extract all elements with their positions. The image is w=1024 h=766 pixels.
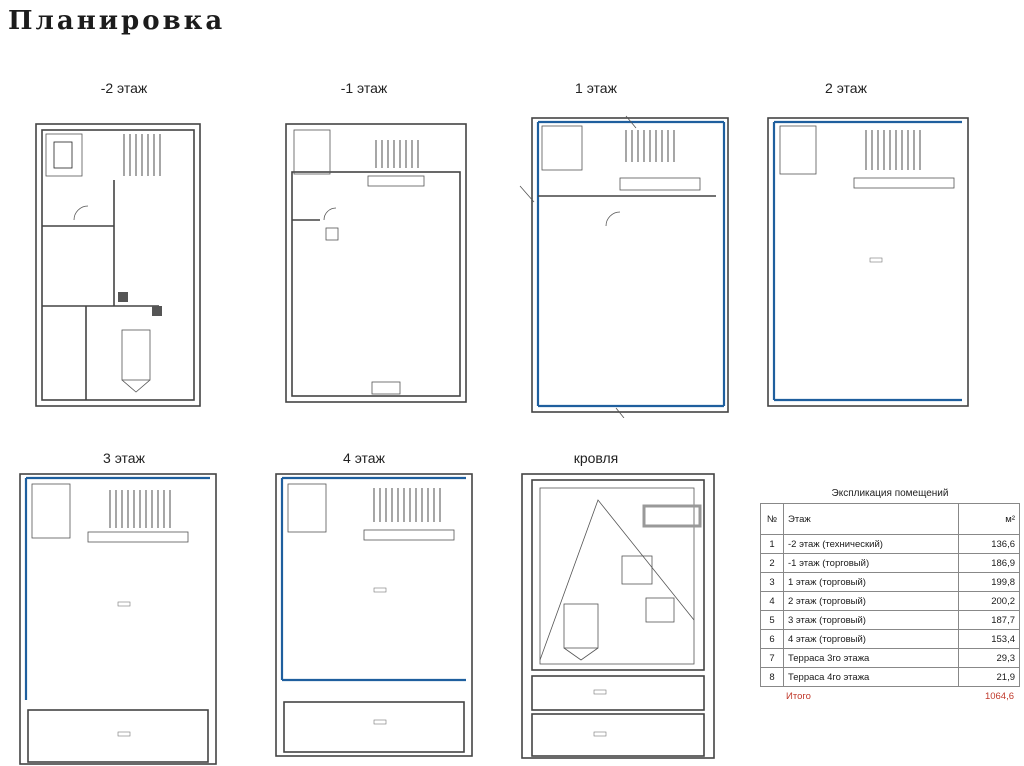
row-num: 6	[760, 629, 784, 649]
row-num: 5	[760, 610, 784, 630]
plan-roof	[521, 473, 715, 759]
row-num: 2	[760, 553, 784, 573]
plan-floor-3	[19, 473, 217, 765]
row-floor: 4 этаж (торговый)	[783, 629, 959, 649]
table-row: 4 2 этаж (торговый) 200,2	[760, 591, 1020, 611]
row-area: 187,7	[958, 610, 1020, 630]
row-area: 186,9	[958, 553, 1020, 573]
legend-header-row: № Этаж м²	[760, 503, 1020, 535]
total-value: 1064,6	[984, 691, 1014, 702]
plan-floor-4	[275, 473, 473, 757]
row-floor: Терраса 3го этажа	[783, 648, 959, 668]
legend-total: Итого 1064,6	[760, 687, 1020, 702]
plan-floor-minus1	[285, 123, 467, 403]
floor-label-minus2: -2 этаж	[100, 80, 148, 96]
row-area: 136,6	[958, 534, 1020, 554]
row-floor: 1 этаж (торговый)	[783, 572, 959, 592]
plan-floor-minus2	[35, 123, 201, 407]
row-floor: -2 этаж (технический)	[783, 534, 959, 554]
row-area: 199,8	[958, 572, 1020, 592]
floor-label-4: 4 этаж	[343, 450, 385, 466]
row-area: 29,3	[958, 648, 1020, 668]
row-num: 4	[760, 591, 784, 611]
row-floor: 2 этаж (торговый)	[783, 591, 959, 611]
floor-label-1: 1 этаж	[575, 80, 617, 96]
legend-title: Экспликация помещений	[831, 488, 949, 499]
row-area: 200,2	[958, 591, 1020, 611]
table-row: 1 -2 этаж (технический) 136,6	[760, 534, 1020, 554]
plan-floor-2	[767, 117, 969, 407]
table-row: 8 Терраса 4го этажа 21,9	[760, 667, 1020, 687]
legend-header-area: м²	[958, 503, 1020, 535]
explication-table: Экспликация помещений № Этаж м² 1 -2 эта…	[760, 488, 1020, 702]
legend-header-floor: Этаж	[783, 503, 959, 535]
row-floor: -1 этаж (торговый)	[783, 553, 959, 573]
row-num: 3	[760, 572, 784, 592]
row-num: 7	[760, 648, 784, 668]
table-row: 6 4 этаж (торговый) 153,4	[760, 629, 1020, 649]
legend-grid: № Этаж м² 1 -2 этаж (технический) 136,6 …	[760, 503, 1020, 687]
table-row: 7 Терраса 3го этажа 29,3	[760, 648, 1020, 668]
table-row: 5 3 этаж (торговый) 187,7	[760, 610, 1020, 630]
floor-label-minus1: -1 этаж	[340, 80, 388, 96]
total-label: Итого	[786, 691, 811, 702]
row-num: 8	[760, 667, 784, 687]
row-area: 21,9	[958, 667, 1020, 687]
table-row: 3 1 этаж (торговый) 199,8	[760, 572, 1020, 592]
row-area: 153,4	[958, 629, 1020, 649]
row-num: 1	[760, 534, 784, 554]
legend-header-num: №	[760, 503, 784, 535]
row-floor: Терраса 4го этажа	[783, 667, 959, 687]
floor-label-roof: кровля	[573, 450, 619, 466]
page-title: Планировка	[8, 6, 226, 36]
floor-label-2: 2 этаж	[825, 80, 867, 96]
floor-label-3: 3 этаж	[103, 450, 145, 466]
row-floor: 3 этаж (торговый)	[783, 610, 959, 630]
plan-floor-1	[519, 115, 729, 418]
table-row: 2 -1 этаж (торговый) 186,9	[760, 553, 1020, 573]
